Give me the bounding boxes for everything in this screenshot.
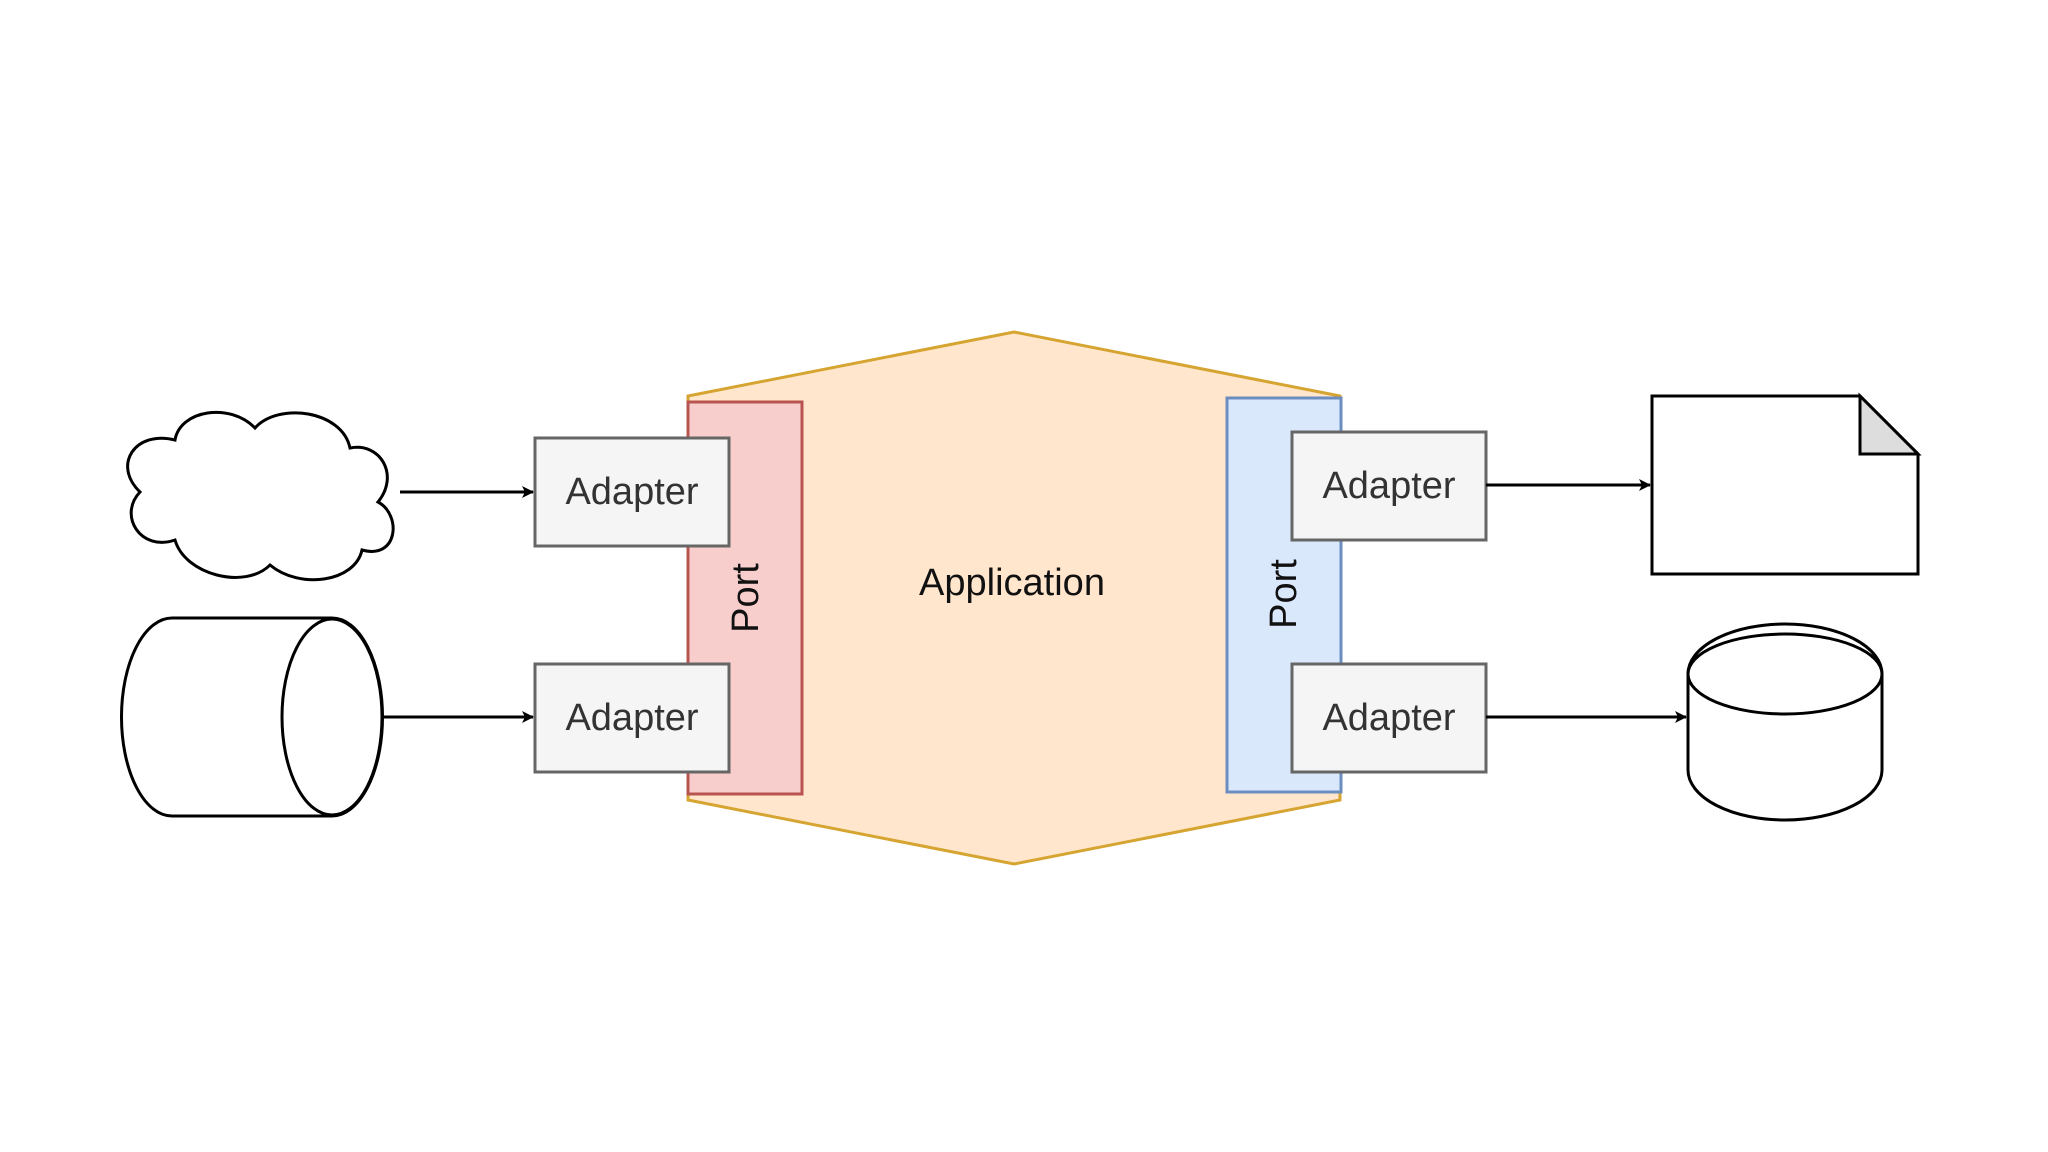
right-port-label: Port (1263, 559, 1305, 629)
application-hexagon (686, 330, 1342, 866)
horizontal-cylinder-icon (119, 616, 385, 818)
document-icon (1650, 392, 1922, 576)
left-adapter-1: Adapter (533, 436, 731, 548)
right-adapter-2-label: Adapter (1322, 697, 1455, 739)
left-adapter-2: Adapter (533, 662, 731, 774)
right-adapter-2: Adapter (1290, 662, 1488, 774)
database-icon (1686, 622, 1884, 822)
right-adapter-1-label: Adapter (1322, 465, 1455, 507)
left-adapter-1-label: Adapter (565, 471, 698, 513)
right-adapter-1: Adapter (1290, 430, 1488, 542)
left-port-label: Port (725, 563, 767, 633)
left-adapter-2-label: Adapter (565, 697, 698, 739)
application-label: Application (919, 562, 1105, 604)
cloud-icon (126, 410, 395, 582)
